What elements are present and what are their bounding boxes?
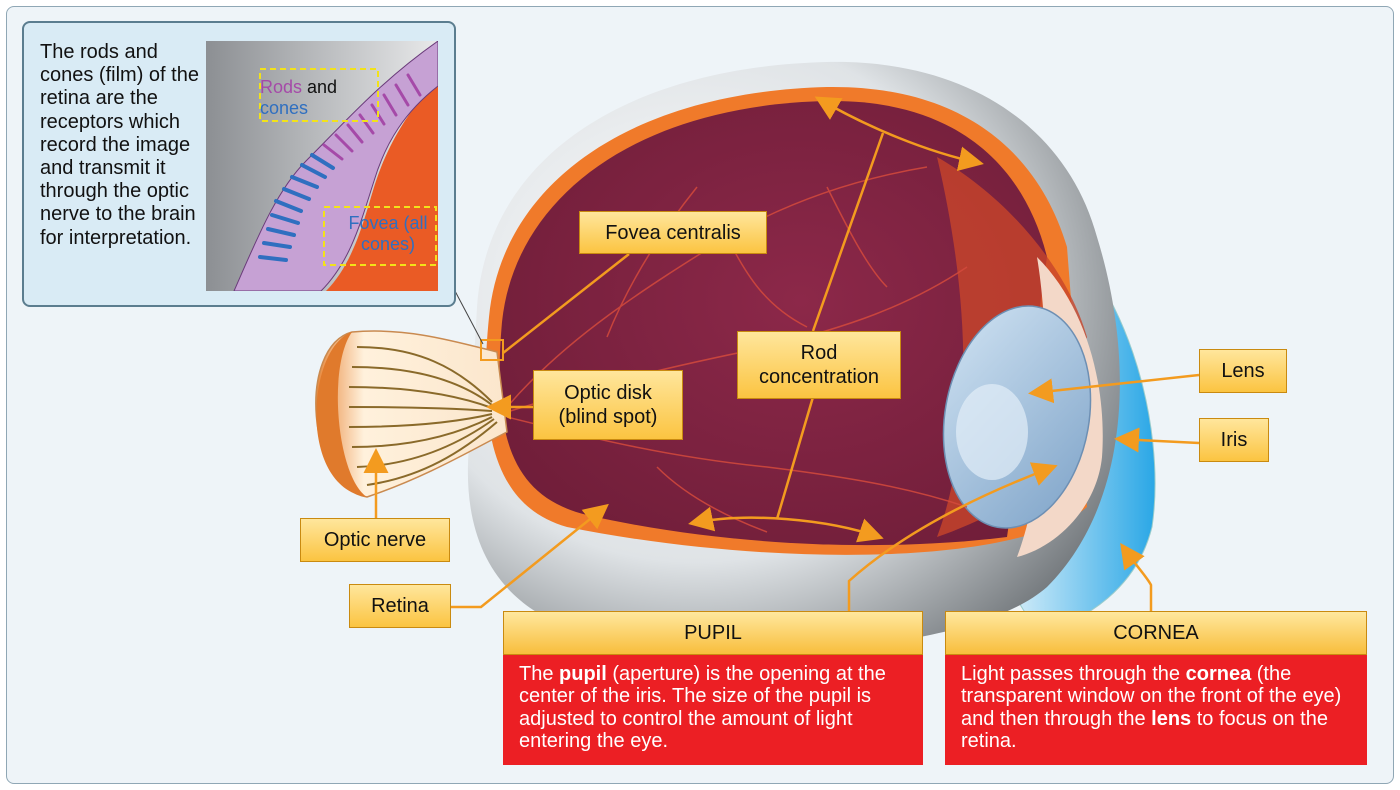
- pupil-text-post: (aperture) is the opening at the center …: [519, 663, 886, 753]
- cornea-description: Light passes through the cornea (the tra…: [945, 655, 1367, 765]
- and-word: and: [302, 77, 338, 97]
- label-rod-concentration: Rod concentration: [737, 331, 901, 399]
- fovea-box: [323, 206, 437, 266]
- nerve-fibers: [348, 346, 498, 486]
- lens-leader: [1028, 373, 1200, 404]
- cones-word: cones: [260, 97, 309, 118]
- fovea-caption: Fovea (all cones): [348, 213, 428, 254]
- cornea-text-pre: Light passes through the: [961, 663, 1186, 685]
- inset-connector: [454, 290, 484, 345]
- label-optic-nerve: Optic nerve: [300, 518, 450, 562]
- rod-leader-bottom: [775, 396, 815, 520]
- label-lens: Lens: [1199, 349, 1287, 393]
- choroid-layer: [326, 81, 438, 291]
- diagram-stage: The rods and cones (film) of the retina …: [6, 6, 1394, 784]
- leader-lines: [363, 96, 1200, 611]
- fovea-marker: [480, 339, 504, 361]
- fovea-leader: [502, 253, 630, 354]
- cornea-leader: [1120, 542, 1153, 611]
- label-fovea-centralis: Fovea centralis: [579, 211, 767, 254]
- pupil-description: The pupil (aperture) is the opening at t…: [503, 655, 923, 765]
- rods-word: Rods: [260, 77, 303, 97]
- cone-cells: [258, 153, 335, 262]
- rods-cones-inset: The rods and cones (film) of the retina …: [22, 21, 456, 307]
- retina-leader: [451, 503, 609, 609]
- pupil-leader: [847, 462, 1058, 611]
- cornea-panel: CORNEA Light passes through the cornea (…: [945, 611, 1367, 765]
- cornea-text-bold-cornea: cornea: [1185, 663, 1252, 685]
- rods-cones-box: [259, 68, 379, 122]
- rod-arc-bottom: [688, 506, 884, 543]
- iris-leader: [1114, 427, 1200, 453]
- pupil-text-bold: pupil: [559, 663, 607, 685]
- lens-highlight: [956, 384, 1028, 480]
- cornea-text-bold-lens: lens: [1151, 707, 1192, 730]
- rod-arc-top: [814, 96, 984, 172]
- pupil-text-pre: The: [519, 663, 560, 685]
- retina-detail-illustration: [206, 41, 438, 291]
- label-optic-disk: Optic disk (blind spot): [533, 370, 683, 440]
- cornea-text-mid: (the transparent window on the front of …: [961, 663, 1342, 730]
- retina-layer: [233, 41, 438, 291]
- label-iris: Iris: [1199, 418, 1269, 462]
- rod-cells: [322, 73, 422, 161]
- cornea-title: CORNEA: [945, 611, 1367, 655]
- label-retina: Retina: [349, 584, 451, 628]
- inset-description: The rods and cones (film) of the retina …: [40, 41, 199, 249]
- pupil-panel: PUPIL The pupil (aperture) is the openin…: [503, 611, 923, 765]
- cornea-text-post: to focus on the retina.: [961, 707, 1328, 753]
- pupil-title: PUPIL: [503, 611, 923, 655]
- optic-nerve-end: [316, 332, 367, 497]
